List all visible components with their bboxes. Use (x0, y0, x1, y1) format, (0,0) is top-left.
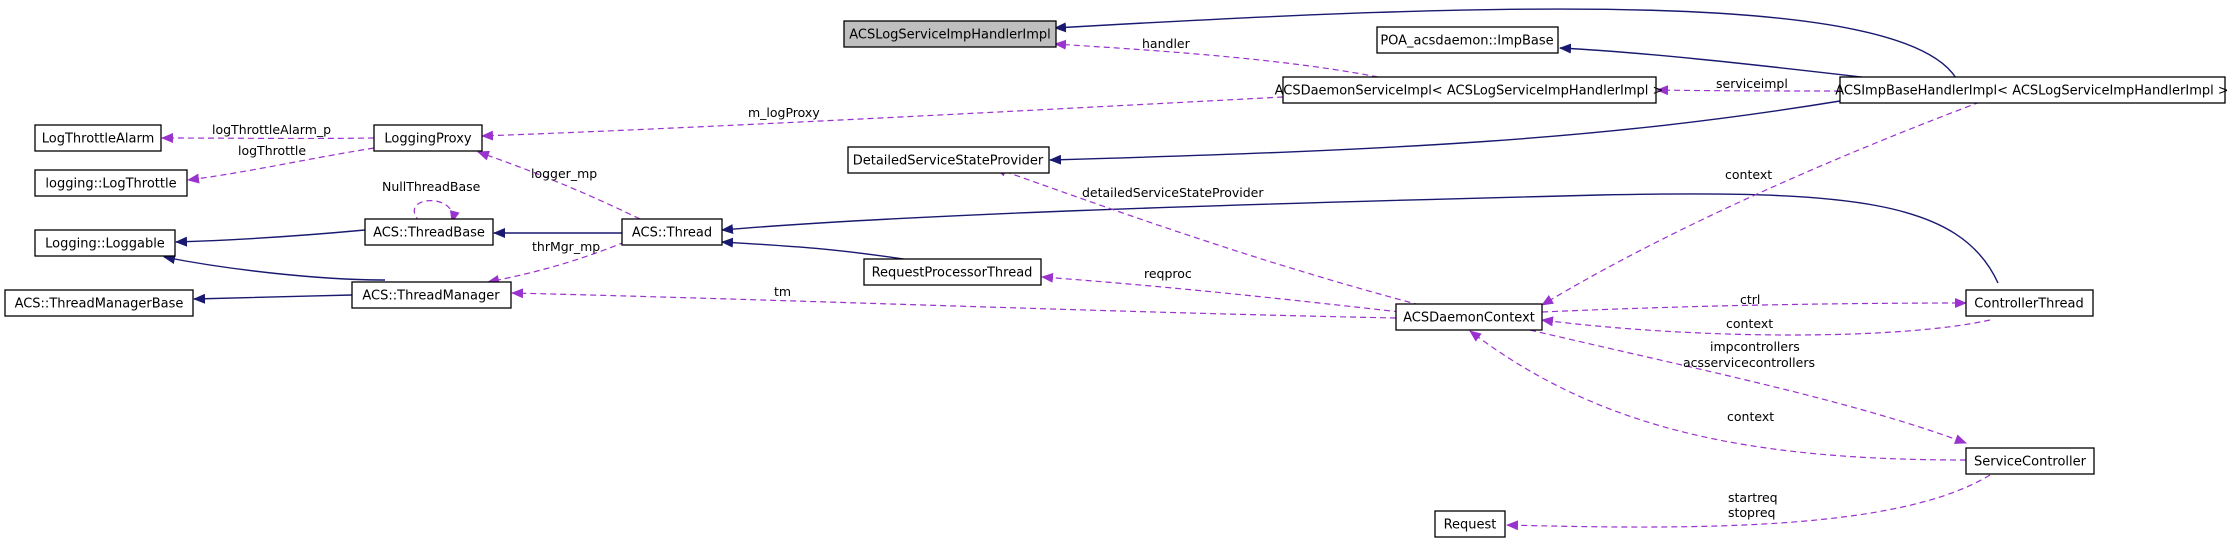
label-reqproc: reqproc (1144, 266, 1192, 281)
edge-mlogproxy (481, 96, 1284, 141)
edge-serviceimpl (1656, 85, 1841, 96)
node-acs-threadmanager[interactable]: ACS::ThreadManager (351, 281, 512, 309)
edge-context-svc (1469, 330, 1967, 461)
node-label: ACS::ThreadManagerBase (15, 297, 184, 312)
edge-ctrl (1541, 298, 1967, 313)
label-nullthreadbase: NullThreadBase (382, 179, 481, 194)
node-loggingproxy[interactable]: LoggingProxy (373, 124, 483, 152)
node-label: Logging::Loggable (45, 237, 165, 252)
node-acslogserviceimphandlerimpl[interactable]: ACSLogServiceImpHandlerImpl (843, 20, 1057, 48)
node-acsimpbasehandlerimpl[interactable]: ACSImpBaseHandlerImpl< ACSLogServiceImpH… (1835, 76, 2227, 104)
label-thrmgrmp: thrMgr_mp (532, 239, 600, 254)
node-label: logging::LogThrottle (45, 177, 176, 192)
edge-threadbase-to-loggable (175, 229, 366, 247)
edge-threadmanager-to-threadmanagerbase (193, 293, 353, 304)
node-label: Request (1444, 518, 1497, 533)
node-label: POA_acsdaemon::ImpBase (1380, 34, 1553, 49)
node-acs-threadbase[interactable]: ACS::ThreadBase (364, 218, 494, 246)
edge-impcontrollers (1529, 329, 1967, 444)
edge-context-top (1541, 101, 1981, 306)
label-loggermp: logger_mp (531, 166, 597, 181)
node-logging-logthrottle[interactable]: logging::LogThrottle (34, 169, 188, 197)
node-detailedservicestateprovider[interactable]: DetailedServiceStateProvider (847, 146, 1050, 174)
node-label: ACSDaemonServiceImpl< ACSLogServiceImpHa… (1275, 84, 1664, 99)
label-acsservicecontrollers: acsservicecontrollers (1683, 355, 1815, 370)
label-stopreq: stopreq (1728, 505, 1776, 520)
label-logthrottle: logThrottle (238, 143, 306, 158)
edge-imphandler-to-acslogservice (1054, 8, 1957, 79)
edge-handler (1054, 39, 1379, 78)
label-startreq: startreq (1728, 490, 1778, 505)
node-servicecontroller[interactable]: ServiceController (1965, 447, 2095, 475)
label-detailedprovider: detailedServiceStateProvider (1082, 185, 1264, 200)
edge-reqproc (1041, 272, 1401, 313)
usage-edges (161, 39, 1991, 531)
node-label: ACS::ThreadManager (362, 289, 500, 304)
node-acsdaemonserviceimpl[interactable]: ACSDaemonServiceImpl< ACSLogServiceImpHa… (1275, 76, 1664, 104)
node-poa-acsdaemon-impbase[interactable]: POA_acsdaemon::ImpBase (1376, 26, 1559, 54)
edge-logthrottle (187, 147, 375, 184)
node-label: ACSDaemonContext (1403, 311, 1535, 326)
node-label: ACSLogServiceImpHandlerImpl (849, 28, 1051, 43)
edge-controllerthread-to-thread (721, 193, 1999, 284)
node-label: ServiceController (1974, 455, 2087, 470)
label-context-svc: context (1727, 409, 1774, 424)
node-label: ControllerThread (1974, 297, 2083, 312)
edge-threadmanager-to-loggable (163, 254, 386, 281)
label-context-top: context (1725, 167, 1772, 182)
edge-nullthreadbase (413, 200, 460, 223)
node-label: ACS::Thread (632, 226, 712, 241)
edge-imphandler-to-poa (1559, 43, 1871, 79)
node-label: LoggingProxy (384, 132, 471, 147)
node-label: ACS::ThreadBase (373, 226, 485, 241)
nodes: ACSLogServiceImpHandlerImpl POA_acsdaemo… (4, 20, 2227, 538)
inheritance-edges (163, 8, 1999, 304)
edge-labels: handler serviceimpl m_logProxy logThrott… (212, 36, 1815, 520)
edge-thrmgrmp (487, 241, 626, 285)
label-mlogproxy: m_logProxy (748, 105, 820, 120)
edge-loggermp (477, 150, 641, 220)
label-serviceimpl: serviceimpl (1716, 76, 1788, 91)
label-context-ctrl: context (1726, 316, 1773, 331)
node-logthrottlealarm[interactable]: LogThrottleAlarm (34, 124, 162, 152)
label-logthrottlealarm-p: logThrottleAlarm_p (212, 122, 331, 137)
node-label: DetailedServiceStateProvider (853, 154, 1044, 169)
edge-context-ctrl (1541, 316, 1991, 336)
edge-tm (511, 288, 1397, 319)
node-acs-threadmanagerbase[interactable]: ACS::ThreadManagerBase (4, 289, 194, 317)
node-request[interactable]: Request (1434, 510, 1506, 538)
edge-detailedprovider (994, 166, 1421, 306)
node-label: RequestProcessorThread (872, 266, 1033, 281)
node-acs-thread[interactable]: ACS::Thread (621, 218, 723, 246)
edge-imphandler-to-detailedprovider (1049, 100, 1841, 165)
node-acsdaemoncontext[interactable]: ACSDaemonContext (1395, 303, 1543, 331)
label-handler: handler (1142, 36, 1191, 51)
label-ctrl: ctrl (1740, 292, 1760, 307)
node-label: LogThrottleAlarm (42, 132, 154, 147)
node-logging-loggable[interactable]: Logging::Loggable (34, 229, 176, 257)
label-impcontrollers: impcontrollers (1710, 339, 1800, 354)
node-label: ACSImpBaseHandlerImpl< ACSLogServiceImpH… (1835, 84, 2227, 99)
node-requestprocessorthread[interactable]: RequestProcessorThread (863, 258, 1042, 286)
edge-startreq (1506, 474, 1991, 531)
edge-reqproc-to-thread (721, 237, 911, 261)
label-tm: tm (774, 284, 791, 299)
node-controllerthread[interactable]: ControllerThread (1965, 289, 2094, 317)
